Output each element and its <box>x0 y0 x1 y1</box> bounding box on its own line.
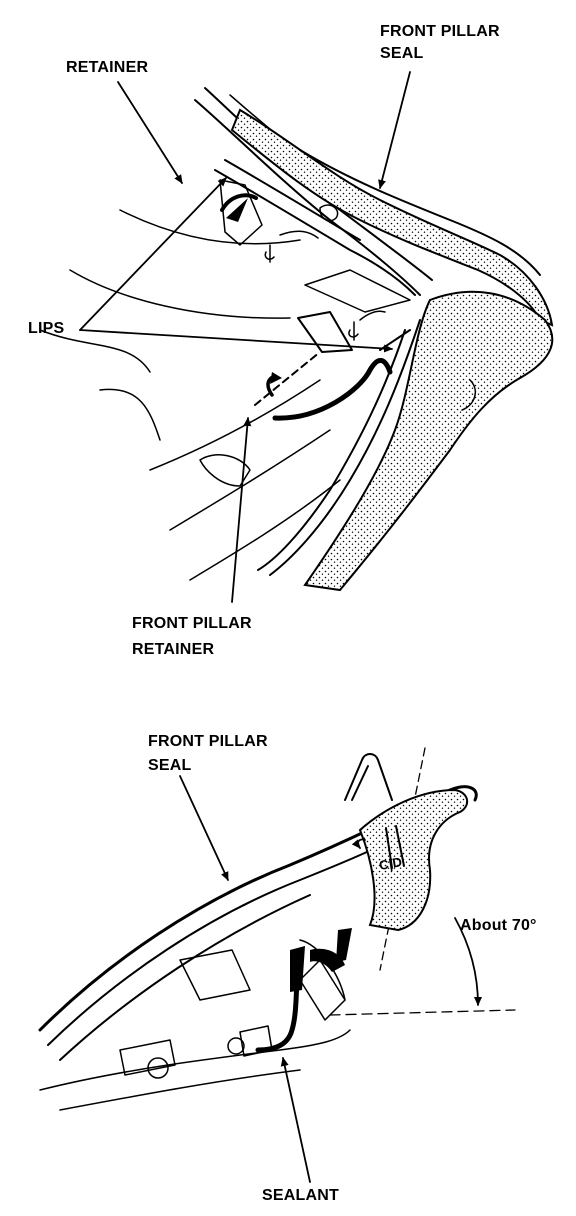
label-front-pillar-seal-top-1: FRONT PILLAR <box>380 23 500 40</box>
label-lips: LIPS <box>28 320 64 337</box>
label-front-pillar-retainer-2: RETAINER <box>132 641 214 658</box>
label-angle: About 70° <box>460 917 537 934</box>
label-front-pillar-seal-top-2: SEAL <box>380 45 423 62</box>
label-front-pillar-retainer-1: FRONT PILLAR <box>132 615 252 632</box>
svg-text:C|D: C|D <box>378 854 403 873</box>
front-pillar-seal-bottom <box>358 788 469 932</box>
bottom-illustration: C|D <box>38 747 516 1183</box>
label-front-pillar-seal-bottom-2: SEAL <box>148 757 191 774</box>
label-retainer: RETAINER <box>66 59 148 76</box>
label-sealant: SEALANT <box>262 1187 339 1204</box>
top-illustration <box>39 71 554 603</box>
front-pillar-seal-vertical <box>303 290 554 592</box>
label-front-pillar-seal-bottom-1: FRONT PILLAR <box>148 733 268 750</box>
